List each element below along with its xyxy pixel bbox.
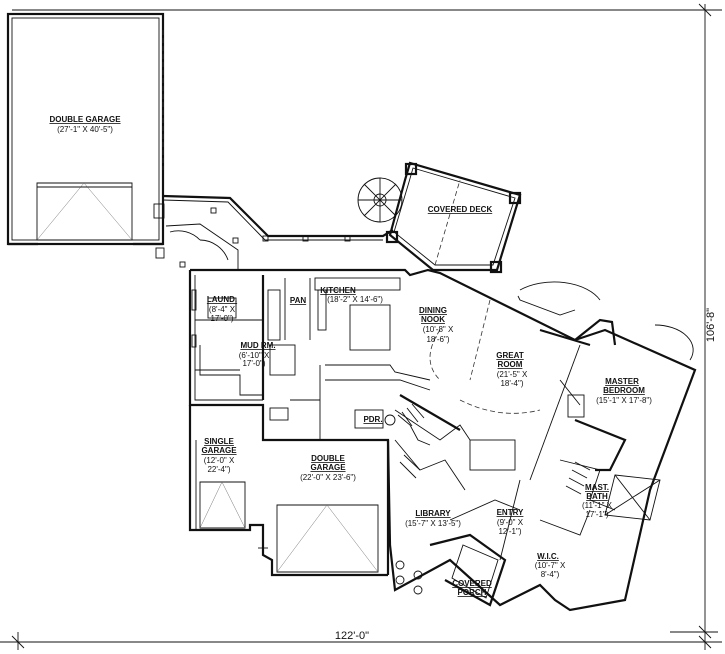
great-room-name-1: GREAT <box>496 351 524 360</box>
south-garages <box>195 440 379 573</box>
laund-dims-2: 17'-0") <box>210 314 233 323</box>
wic-dims-1: (10'-7" X <box>535 561 566 570</box>
mast-bath-name-2: BATH <box>586 492 608 501</box>
kitchen-name: KITCHEN <box>320 286 356 295</box>
entry-dims-1: (9'-0" X <box>497 518 524 527</box>
dining-name-2: NOOK <box>421 315 445 324</box>
double-garage-south-name-1: DOUBLE <box>311 454 345 463</box>
single-garage-dims-2: 22'-4") <box>207 465 230 474</box>
double-garage-south-dims: (22'-0" X 23'-6") <box>300 473 356 482</box>
laund-name: LAUND. <box>207 295 237 304</box>
master-bedroom-name-1: MASTER <box>605 377 639 386</box>
wic-dims-2: 8'-4") <box>541 570 560 579</box>
house-walls <box>188 268 697 612</box>
covered-deck <box>357 161 522 274</box>
entry-dims-2: 12'-1") <box>498 527 521 536</box>
library-dims: (15'-7" X 13'-5") <box>405 519 461 528</box>
pdr-name: PDR. <box>363 415 382 424</box>
single-garage-name-1: SINGLE <box>204 437 234 446</box>
stairs <box>397 403 591 495</box>
dining-name-1: DINING <box>419 306 447 315</box>
mud-rm-dims-2: 17'-0") <box>242 359 265 368</box>
double-garage-north-dims: (27'-1" X 40'-5") <box>57 125 113 134</box>
great-room-dims-1: (21'-5" X <box>497 370 528 379</box>
covered-porch-name-1: COVERED <box>452 579 492 588</box>
entry-name: ENTRY <box>497 508 524 517</box>
master-bedroom-name-2: BEDROOM <box>603 386 645 395</box>
great-room-dims-2: 18'-4") <box>500 379 523 388</box>
double-garage-north-name: DOUBLE GARAGE <box>49 115 121 124</box>
mud-rm-name: MUD RM. <box>240 341 275 350</box>
dining-dims-1: (10'-8" X <box>423 325 454 334</box>
dimension-lines <box>0 3 722 650</box>
single-garage-dims-1: (12'-0" X <box>204 456 235 465</box>
breezeway-walls <box>153 194 394 270</box>
room-labels: DOUBLE GARAGE (27'-1" X 40'-5") COVERED … <box>49 115 652 597</box>
master-bedroom-dims: (15'-1" X 17'-8") <box>596 396 652 405</box>
mast-bath-name-1: MAST. <box>585 483 609 492</box>
great-room-name-2: ROOM <box>498 360 523 369</box>
pan-name: PAN <box>290 296 307 305</box>
overall-depth-label: 106'-8" <box>705 308 717 342</box>
kitchen-dims: (18'-2" X 14'-6") <box>327 295 383 304</box>
mast-bath-dims-1: (11'-1" X <box>582 501 613 510</box>
laund-dims-1: (8'-4" X <box>209 305 236 314</box>
covered-deck-name: COVERED DECK <box>428 205 493 214</box>
dining-dims-2: 18'-6") <box>426 335 449 344</box>
single-garage-name-2: GARAGE <box>201 446 237 455</box>
wic-name: W.I.C. <box>537 552 559 561</box>
covered-porch-name-2: PORCH <box>458 588 487 597</box>
interior-walls <box>195 275 661 561</box>
mud-rm-dims-1: (6'-10" X <box>239 351 270 360</box>
overall-width-label: 122'-0" <box>335 630 369 642</box>
library-name: LIBRARY <box>415 509 451 518</box>
north-garage-walls <box>6 12 165 246</box>
double-garage-south-name-2: GARAGE <box>310 463 346 472</box>
mast-bath-dims-2: 17'-1") <box>585 510 608 519</box>
